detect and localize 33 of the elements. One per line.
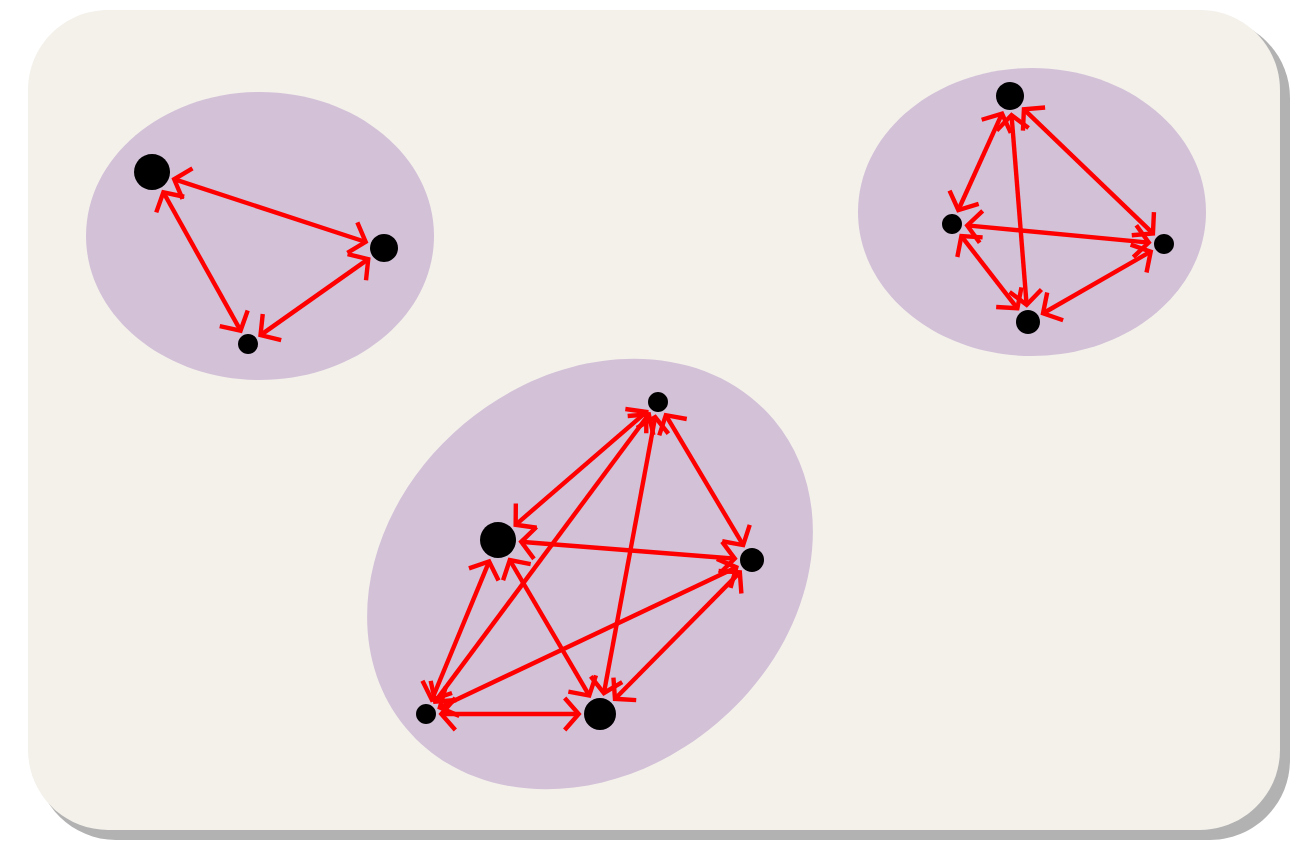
dot [1154,234,1174,254]
dot [416,703,436,724]
dot [740,548,764,572]
arrow [420,558,501,703]
arrow [437,556,739,718]
arrow [258,252,371,343]
arrow [438,696,582,732]
arrow [955,233,1024,311]
dot [1016,310,1040,334]
dot [996,82,1024,110]
arrow [657,412,752,548]
arrow [154,189,250,334]
arrow [518,525,738,576]
arrow [513,406,649,530]
dot [370,234,398,262]
cluster-ellipse [86,92,434,380]
dot [238,334,258,354]
arrow [589,414,671,696]
dot [648,392,668,412]
dot [942,214,962,234]
arrow [995,112,1044,308]
arrow [964,209,1152,259]
arrow [501,557,599,699]
arrow [611,568,744,703]
arrow [947,110,1013,213]
arrow [1040,242,1154,323]
dot [134,154,170,190]
cluster-ellipse [858,68,1206,356]
arrow [428,411,656,704]
arrow [1020,105,1157,238]
dot [584,697,616,730]
arrow [171,166,369,255]
dot [480,522,516,558]
